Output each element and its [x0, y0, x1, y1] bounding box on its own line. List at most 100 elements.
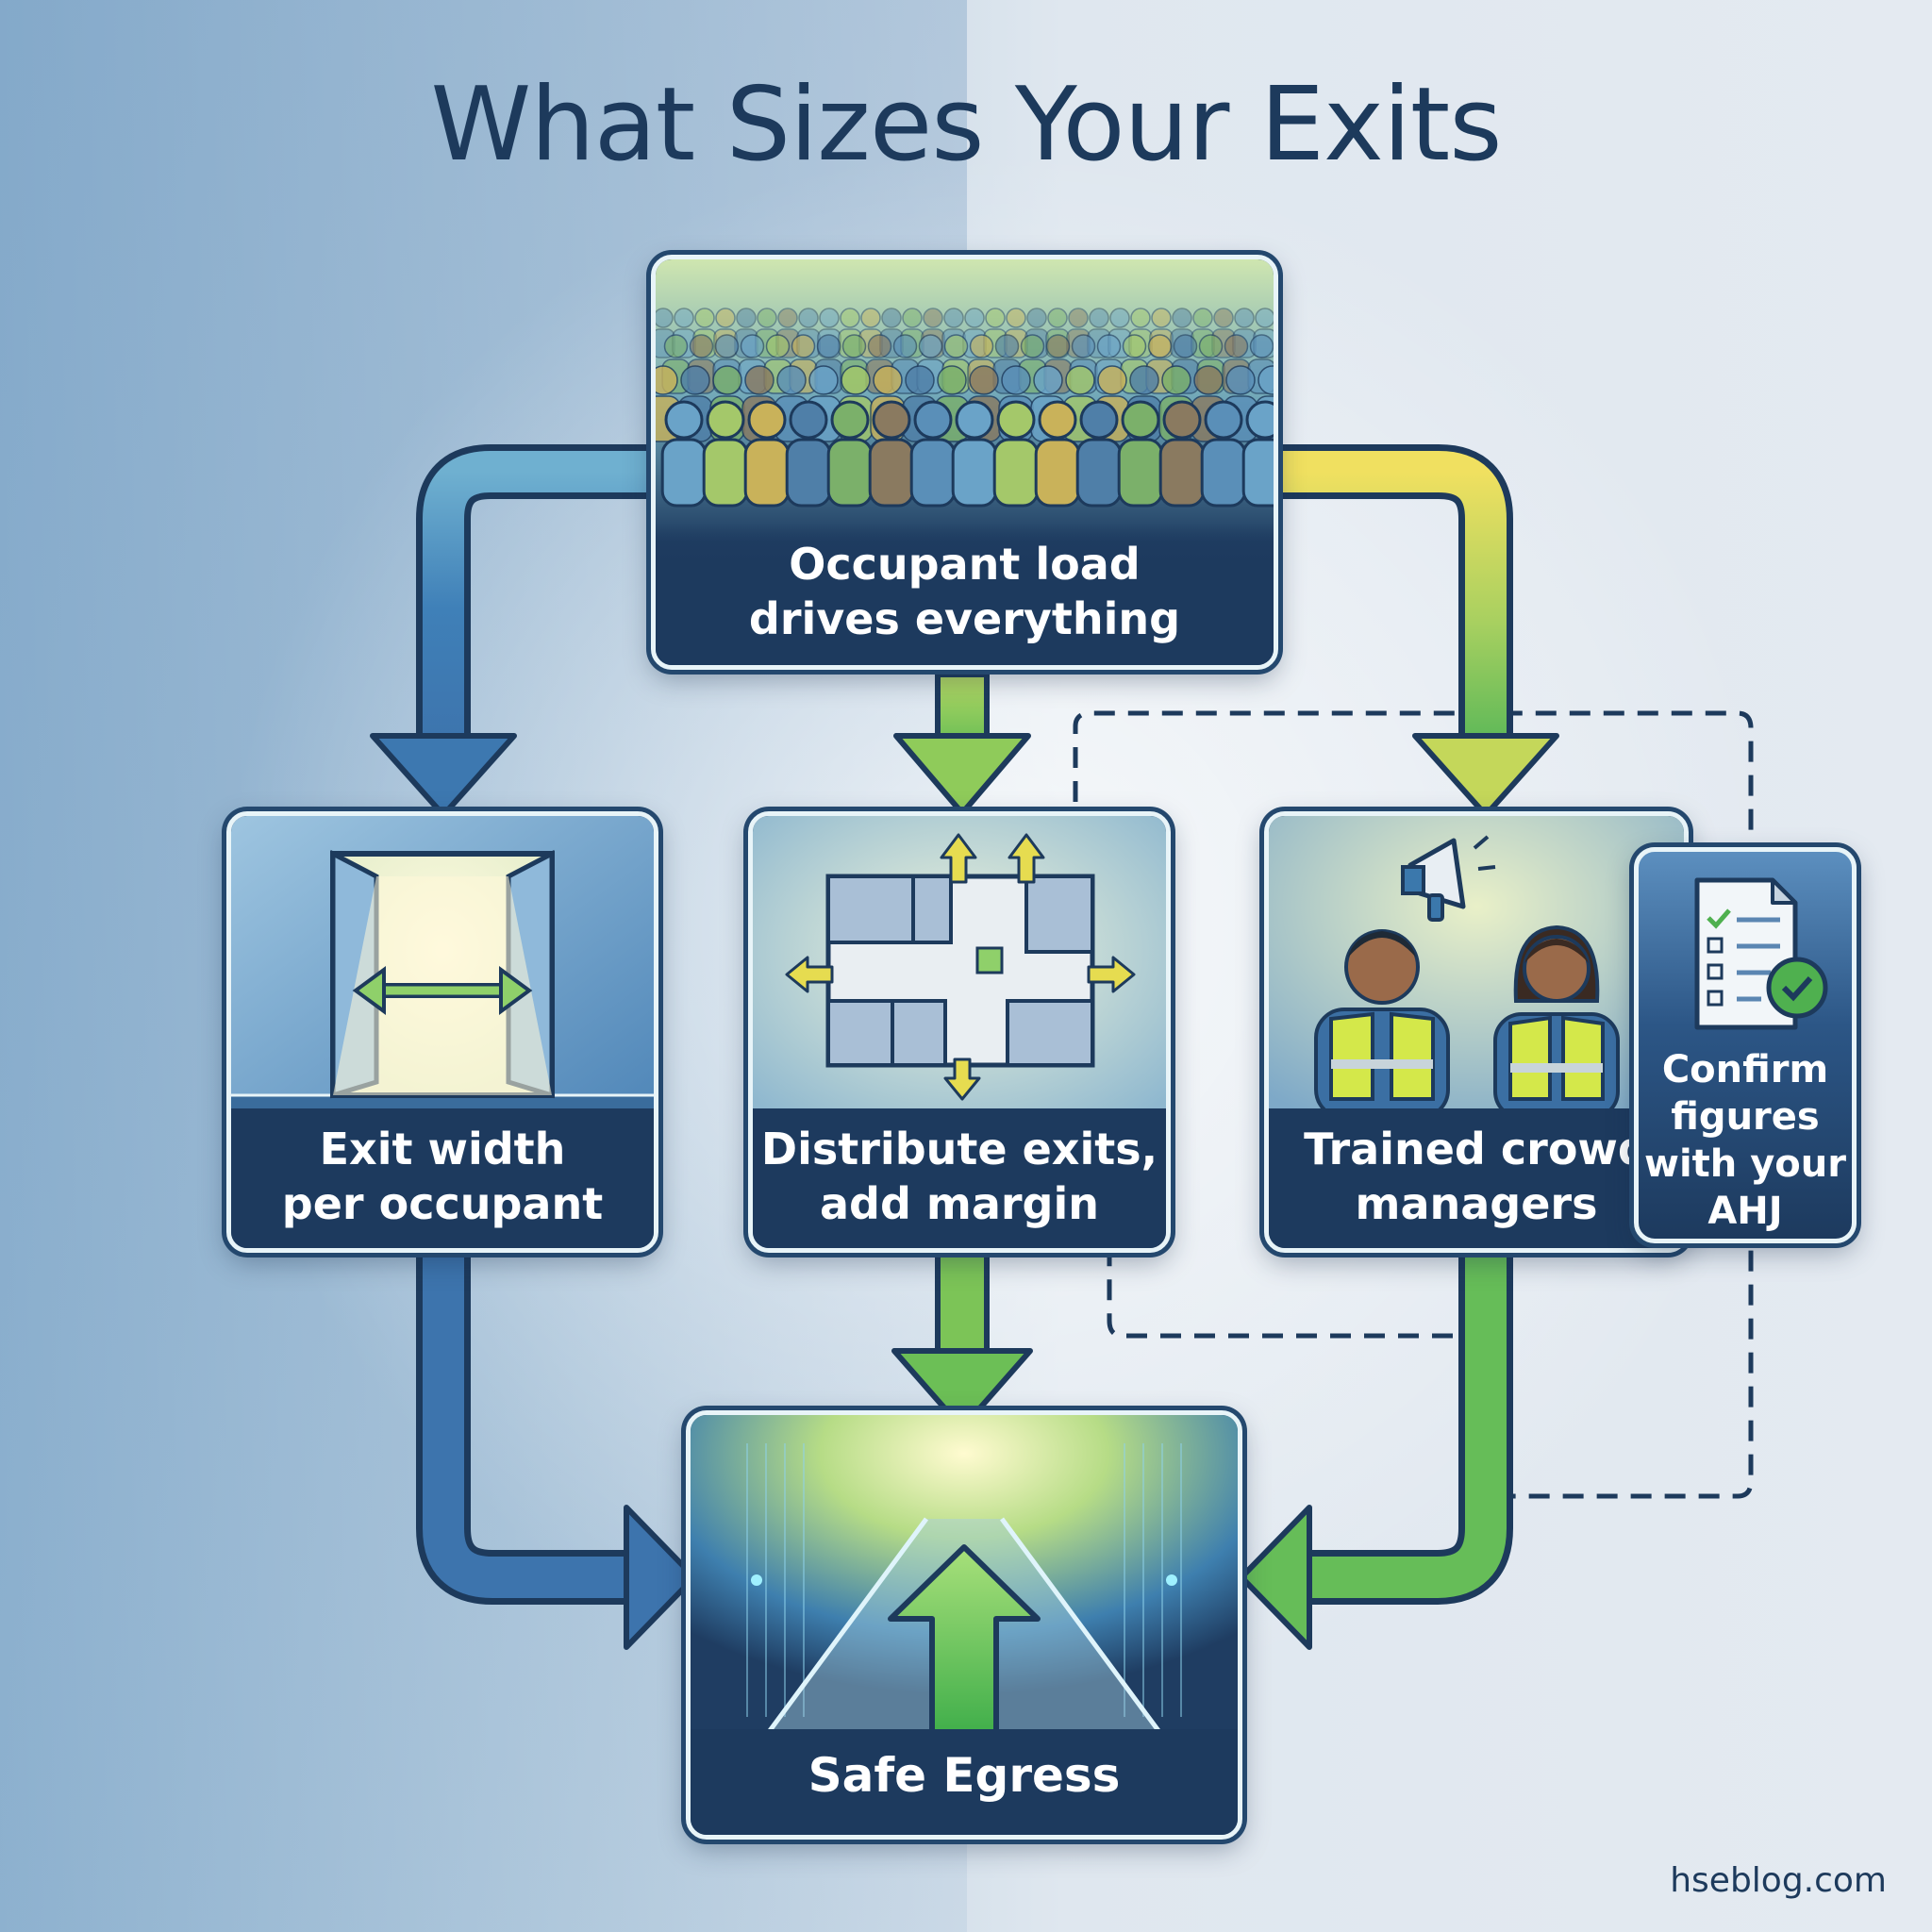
- width-arrow-icon: [352, 966, 533, 1015]
- crowd-managers-label: Trained crowd managers: [1269, 1108, 1684, 1248]
- crowd-person-head: [943, 334, 969, 358]
- occupant-load-line1: Occupant load: [789, 539, 1141, 590]
- crowd-person-body: [826, 438, 874, 508]
- crowd-person-head: [1089, 308, 1109, 328]
- occupant-load-label: Occupant load drives everything: [656, 524, 1274, 665]
- arrowhead-mid-top: [893, 733, 1031, 816]
- crowd-person-head: [1198, 334, 1224, 358]
- crowd-person-body: [909, 438, 957, 508]
- crowd-person-head: [867, 334, 892, 358]
- crowd-person-head: [830, 400, 870, 440]
- crowd-person-head: [706, 400, 745, 440]
- crowd-person-head: [943, 308, 964, 328]
- crowd-person-head: [1079, 400, 1119, 440]
- exit-width-line2: per occupant: [281, 1178, 604, 1229]
- crowd-person-head: [791, 334, 816, 358]
- crowd-managers-icon: [1269, 816, 1684, 1118]
- arrow-right-top: [1283, 444, 1513, 745]
- crowd-person-head: [840, 308, 860, 328]
- up-arrow-icon: [888, 1544, 1041, 1736]
- crowd-person-head: [1129, 365, 1159, 395]
- crowd-person-head: [969, 365, 999, 395]
- confirm-line1: Confirm: [1661, 1048, 1829, 1091]
- crowd-person-head: [1234, 308, 1255, 328]
- crowd-person-body: [951, 438, 998, 508]
- crowd-person-head: [656, 308, 674, 328]
- crowd-person-head: [1001, 365, 1031, 395]
- crowd-person-head: [1147, 334, 1173, 358]
- crowd-person-head: [1026, 308, 1047, 328]
- exit-width-line1: Exit width: [319, 1124, 566, 1174]
- crowd-person-head: [918, 334, 943, 358]
- crowd-person-head: [1161, 365, 1191, 395]
- node-occupant-load: Occupant load drives everything: [651, 255, 1278, 670]
- crowd-manager-woman: [1493, 924, 1620, 1118]
- crowd-person-head: [1257, 365, 1274, 395]
- arrowhead-right-bottom: [1239, 1505, 1312, 1650]
- exit-path-icon: [691, 1415, 1238, 1736]
- arrow-left-top: [416, 444, 651, 745]
- crowd-icon: [656, 259, 1274, 542]
- exit-width-label: Exit width per occupant: [231, 1108, 654, 1248]
- crowd-person-body: [1117, 438, 1164, 508]
- crowd-person-head: [789, 400, 828, 440]
- confirm-label: Confirm figures with your AHJ: [1639, 1039, 1852, 1239]
- crowd-person-head: [765, 334, 791, 358]
- crowd-person-body: [868, 438, 915, 508]
- crowd-person-head: [1109, 308, 1130, 328]
- floor-plan-icon: [753, 816, 1166, 1118]
- crowd-person-head: [1045, 334, 1071, 358]
- crowd-person-head: [913, 400, 953, 440]
- crowd-person-head: [776, 365, 807, 395]
- crowd-person-head: [1162, 400, 1202, 440]
- crowd-person-head: [994, 334, 1020, 358]
- crowd-person-head: [819, 308, 840, 328]
- crowd-person-head: [1047, 308, 1068, 328]
- arrow-right-bottom: [1298, 1255, 1513, 1605]
- crowd-person-head: [798, 308, 819, 328]
- confirm-line2: figures: [1671, 1095, 1820, 1139]
- crowd-person-head: [689, 334, 714, 358]
- occupant-load-line2: drives everything: [748, 593, 1181, 644]
- crowd-person-head: [715, 308, 736, 328]
- confirm-line4: AHJ: [1707, 1190, 1783, 1233]
- feedback-loop-dashed: [1073, 710, 1754, 1499]
- crowd-person-head: [736, 308, 757, 328]
- crowd-person-head: [740, 334, 765, 358]
- crowd-person-head: [1193, 365, 1224, 395]
- arrowhead-left-bottom: [624, 1505, 697, 1650]
- node-safe-egress: Safe Egress: [686, 1410, 1242, 1840]
- crowd-person-head: [656, 365, 678, 395]
- crowd-person-head: [1224, 334, 1249, 358]
- crowd-person-head: [1068, 308, 1089, 328]
- distribute-line2: add margin: [819, 1178, 1099, 1229]
- crowd-figures: [656, 308, 1274, 508]
- crowd-person-head: [1121, 400, 1160, 440]
- crowd-person-head: [1204, 400, 1243, 440]
- crowd-managers-line2: managers: [1355, 1178, 1598, 1229]
- node-distribute-exits: Distribute exits, add margin: [748, 811, 1171, 1253]
- crowd-person-head: [808, 365, 839, 395]
- crowd-person-body: [1200, 438, 1247, 508]
- crowd-person-head: [1130, 308, 1151, 328]
- crowd-manager-man: [1314, 929, 1450, 1118]
- crowd-person-head: [1096, 334, 1122, 358]
- distribute-line1: Distribute exits,: [760, 1124, 1158, 1174]
- exit-direction-arrows: [785, 833, 1136, 1101]
- crowd-person-head: [1245, 400, 1274, 440]
- crowd-person-body: [702, 438, 749, 508]
- crowd-person-head: [674, 308, 694, 328]
- crowd-person-head: [1172, 308, 1192, 328]
- crowd-person-head: [747, 400, 787, 440]
- crowd-person-head: [1151, 308, 1172, 328]
- crowd-person-head: [1122, 334, 1147, 358]
- crowd-person-head: [744, 365, 774, 395]
- crowd-person-head: [872, 400, 911, 440]
- crowd-person-head: [1213, 308, 1234, 328]
- crowd-person-body: [743, 438, 791, 508]
- arrowhead-mid-bottom: [891, 1348, 1033, 1431]
- crowd-person-head: [964, 308, 985, 328]
- crowd-person-head: [663, 334, 689, 358]
- safe-egress-label: Safe Egress: [691, 1729, 1238, 1835]
